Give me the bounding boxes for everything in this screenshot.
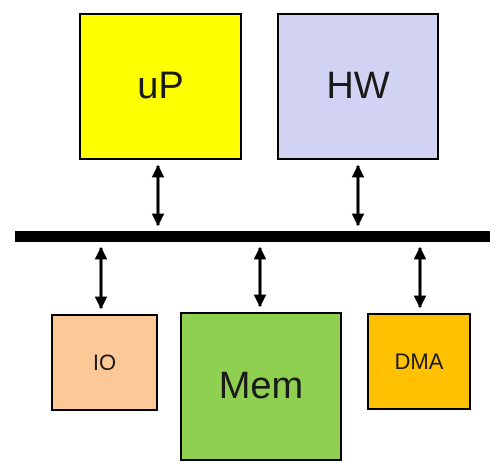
mem-label: Mem: [218, 365, 304, 407]
dma-block: DMA: [367, 313, 471, 410]
up-label: uP: [137, 65, 184, 107]
io-block: IO: [51, 314, 158, 411]
mem-block: Mem: [180, 312, 342, 461]
up-block: uP: [79, 13, 242, 160]
hw-label: HW: [326, 65, 390, 107]
hw-block: HW: [277, 13, 439, 160]
dma-label: DMA: [394, 348, 444, 374]
io-label: IO: [92, 349, 117, 375]
system-bus: [15, 231, 490, 242]
